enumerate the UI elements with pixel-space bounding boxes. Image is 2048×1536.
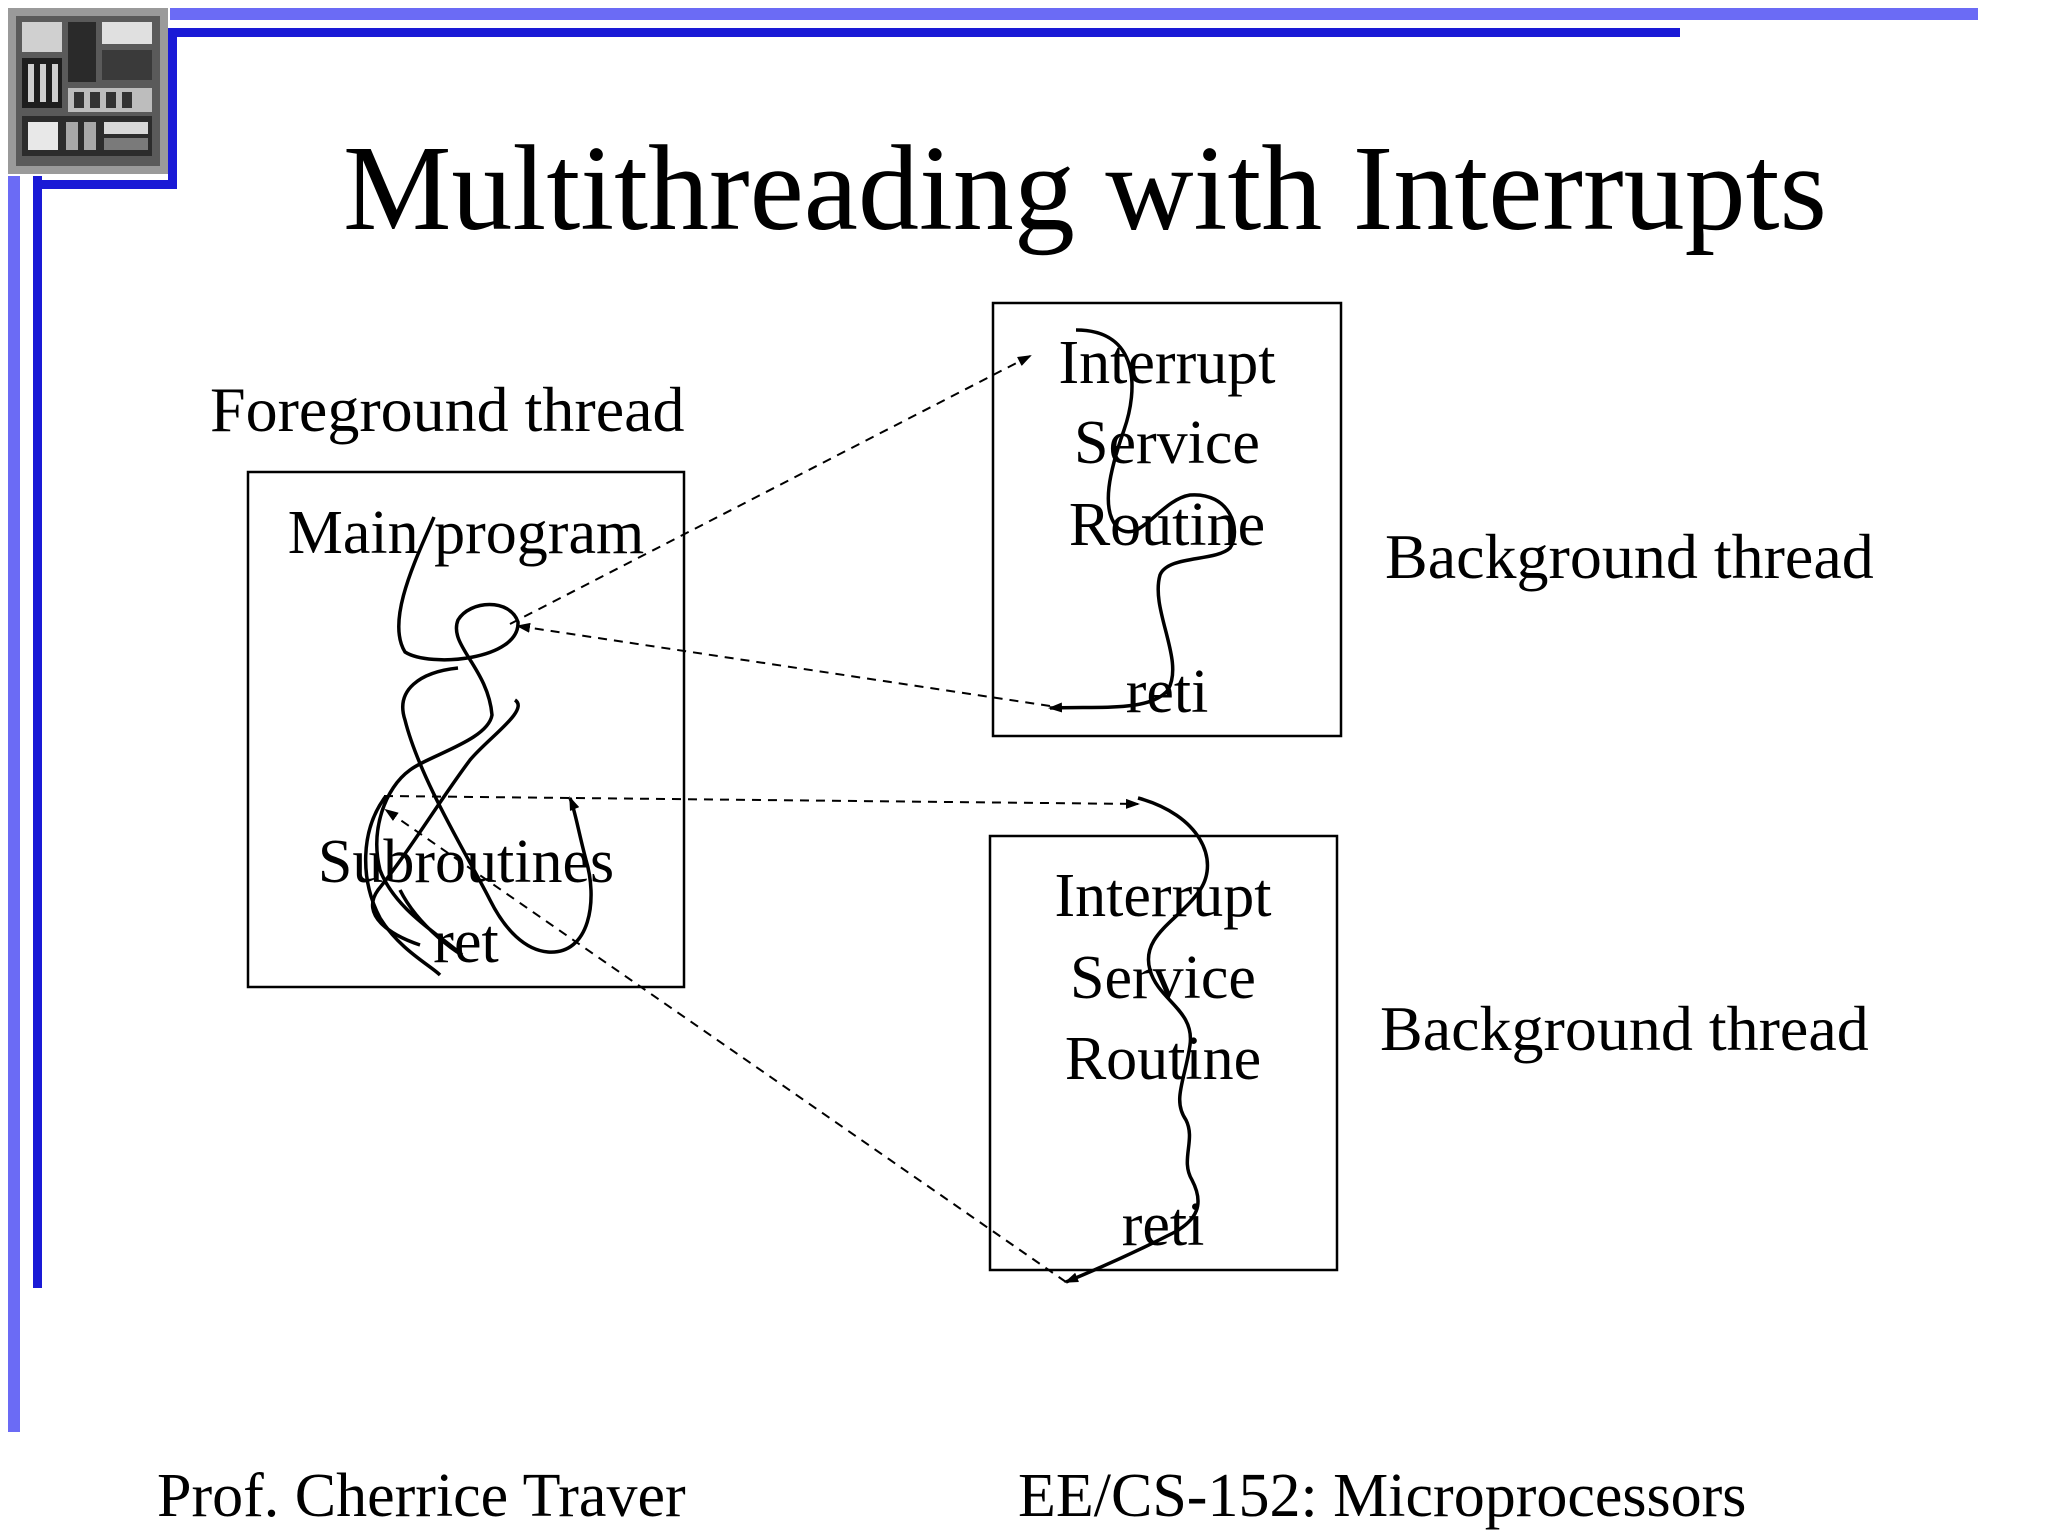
isr-bottom-line1: Interrupt [1055,862,1272,930]
left-bar-dark [33,176,42,1288]
isr-bottom-reti: reti [1122,1191,1205,1259]
subroutines-label: Subroutines [318,828,614,896]
slide-title: Multithreading with Interrupts [342,121,1828,256]
return-arrow-bottom [384,808,1067,1283]
isr-top-line3: Routine [1069,491,1265,559]
top-bar-dark [170,28,1680,37]
interrupt-arrow-top [509,355,1032,625]
return-arrow-top [516,622,1051,707]
main-program-path [375,516,520,957]
chip-die-icon [8,8,168,174]
isr-top-path [1048,328,1237,713]
corner-bar-horizontal [33,180,177,189]
isr-top-line2: Service [1074,409,1260,477]
footer-course: EE/CS-152: Microprocessors [1018,1462,1747,1530]
corner-bar-vertical [168,28,177,188]
interrupt-arrow-bottom [383,795,1140,809]
top-bar-light [170,8,1978,20]
main-program-exit-path [364,794,442,977]
isr-top-box [991,301,1343,738]
footer-author: Prof. Cherrice Traver [157,1462,686,1530]
background-thread-label-top: Background thread [1385,521,1874,592]
isr-bottom-line2: Service [1070,944,1256,1012]
isr-top-line1: Interrupt [1059,329,1276,397]
main-program-label: Main program [288,499,644,567]
main-program-path-loop [401,666,593,954]
main-program-box [246,470,686,989]
background-thread-label-bottom: Background thread [1380,993,1869,1064]
isr-bottom-path [1064,796,1210,1284]
foreground-thread-label: Foreground thread [210,374,685,445]
isr-bottom-box [988,834,1339,1272]
subroutine-call-path [370,698,520,947]
isr-bottom-line3: Routine [1065,1025,1261,1093]
left-bar-light [8,176,20,1432]
